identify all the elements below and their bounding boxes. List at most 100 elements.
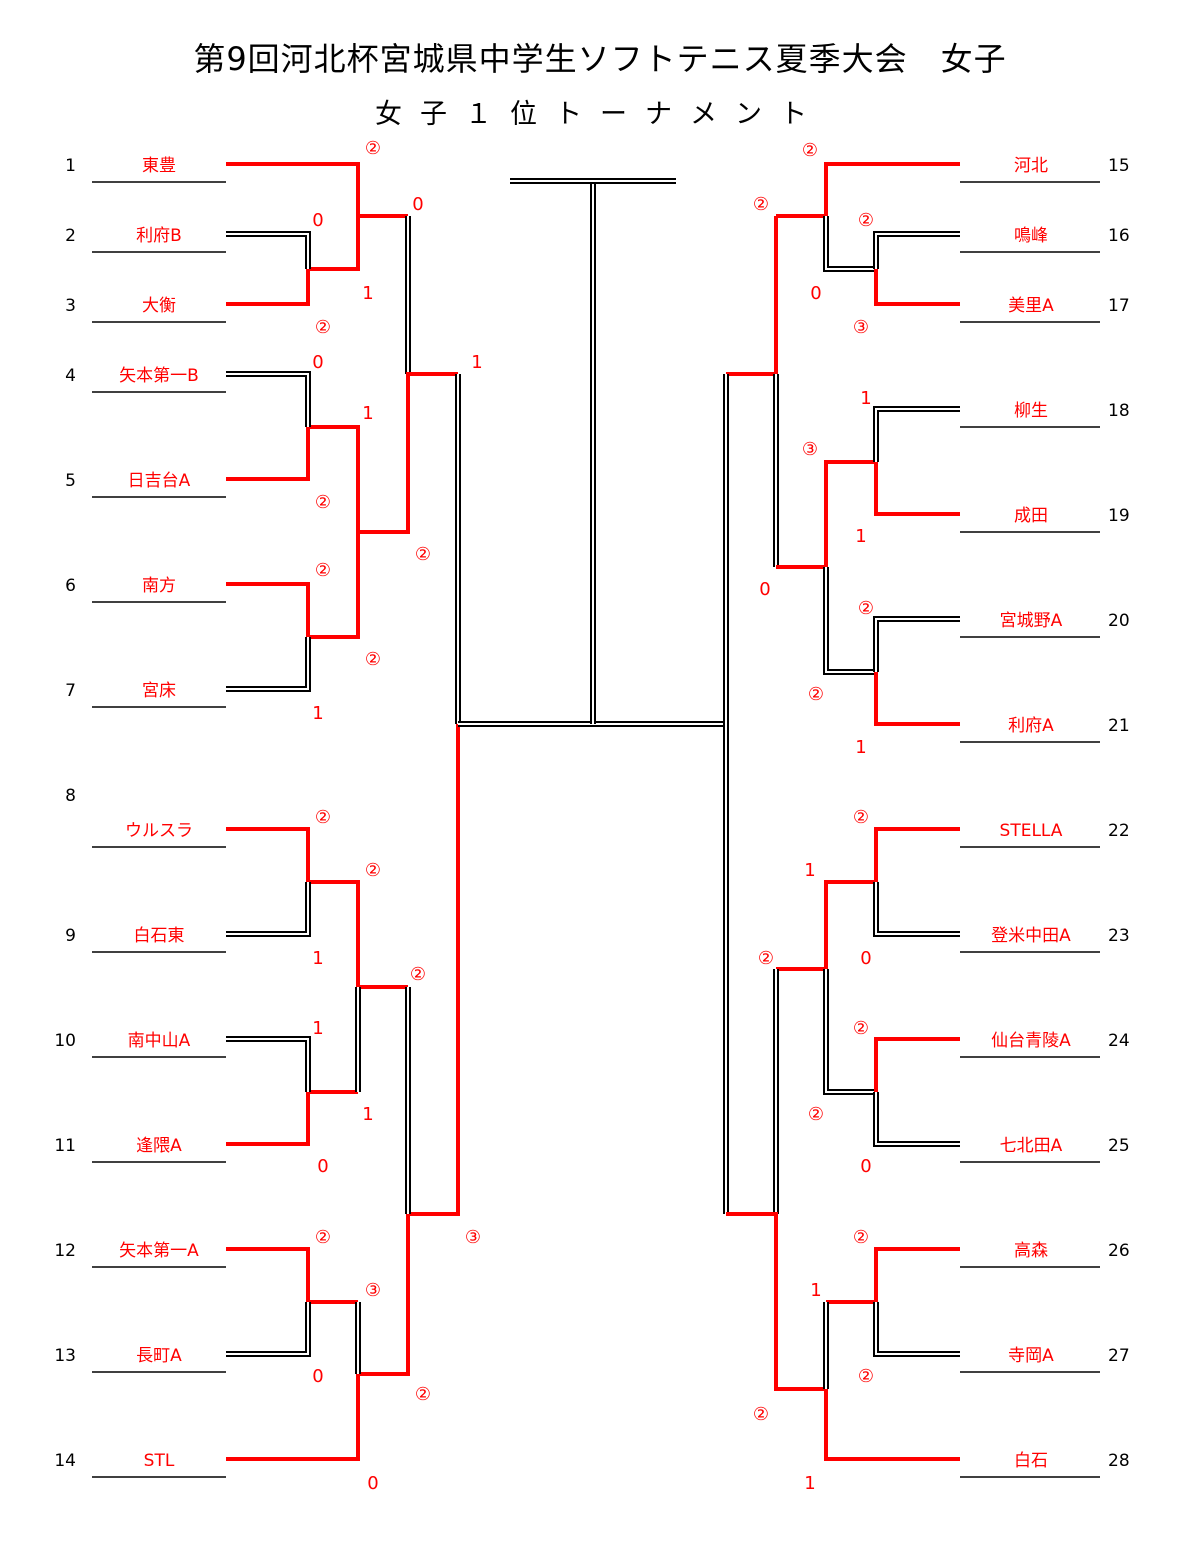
match-score: ②	[410, 964, 426, 985]
seed-number: 13	[54, 1346, 76, 1366]
seed-number: 21	[1108, 716, 1130, 736]
loser-line-inner	[875, 1302, 960, 1355]
match-score: 0	[312, 352, 323, 373]
match-score: 0	[317, 1156, 328, 1177]
match-score: ②	[753, 194, 769, 215]
team-name: 仙台青陵A	[991, 1031, 1071, 1051]
match-score: ②	[365, 860, 381, 881]
match-score: ②	[858, 210, 874, 231]
loser-line	[226, 882, 311, 937]
team-name: 南中山A	[128, 1031, 191, 1051]
seed-number: 19	[1108, 506, 1130, 526]
winner-line	[726, 216, 778, 376]
team-name: 美里A	[1008, 296, 1054, 316]
winner-line	[776, 162, 960, 218]
winner-line	[776, 827, 960, 971]
match-score: ②	[415, 1384, 431, 1405]
match-score: 1	[855, 526, 866, 547]
seed-number: 12	[54, 1241, 76, 1261]
loser-line	[873, 231, 960, 269]
winner-line	[226, 1090, 358, 1146]
match-score: 1	[312, 948, 323, 969]
loser-line-inner	[875, 882, 960, 935]
match-score: ②	[858, 1366, 874, 1387]
winner-line	[874, 1037, 960, 1092]
winner-line	[776, 460, 960, 569]
seed-number: 24	[1108, 1031, 1130, 1051]
match-score: 0	[312, 1366, 323, 1387]
match-score: ②	[365, 138, 381, 159]
seed-number: 10	[54, 1031, 76, 1051]
loser-line-inner	[226, 1038, 309, 1092]
team-name: 寺岡A	[1008, 1346, 1054, 1366]
match-score: 1	[804, 860, 815, 881]
match-score: ②	[365, 649, 381, 670]
match-score: ②	[808, 684, 824, 705]
seed-number: 28	[1108, 1451, 1130, 1471]
team-name: 逢隈A	[136, 1136, 182, 1156]
page-title: 第9回河北杯宮城県中学生ソフトテニス夏季大会 女子	[193, 40, 1007, 78]
seed-number: 4	[65, 366, 76, 386]
winner-line	[226, 1247, 358, 1304]
match-score: ②	[808, 1104, 824, 1125]
loser-line-inner	[825, 567, 876, 673]
page-subtitle: 女子１位トーナメント	[375, 99, 825, 130]
match-score: ③	[853, 317, 869, 338]
winner-line	[226, 162, 408, 218]
match-score: 1	[362, 283, 373, 304]
seed-number: 26	[1108, 1241, 1130, 1261]
team-name: 成田	[1014, 506, 1048, 526]
winner-line	[226, 827, 408, 989]
seed-number: 23	[1108, 926, 1130, 946]
match-score: ③	[802, 439, 818, 460]
team-name: 矢本第一B	[119, 366, 199, 386]
match-score: ③	[365, 1280, 381, 1301]
match-score: ②	[315, 1227, 331, 1248]
match-score: ②	[415, 544, 431, 565]
match-score: 1	[804, 1473, 815, 1494]
loser-line	[873, 616, 960, 672]
loser-line-inner	[875, 233, 960, 269]
match-score: ②	[315, 560, 331, 581]
seed-number: 2	[65, 226, 76, 246]
team-name: 七北田A	[1000, 1136, 1063, 1156]
loser-line-inner	[226, 1302, 309, 1355]
seed-number: 17	[1108, 296, 1130, 316]
winner-line	[824, 1389, 960, 1461]
loser-line-inner	[875, 1092, 960, 1145]
winner-line	[226, 724, 460, 1461]
team-name: 白石	[1014, 1451, 1048, 1471]
match-score: 0	[860, 948, 871, 969]
winner-line	[826, 1247, 960, 1304]
team-name: 矢本第一A	[119, 1241, 199, 1261]
match-score: 1	[860, 388, 871, 409]
match-score: 1	[312, 1018, 323, 1039]
seed-number: 22	[1108, 821, 1130, 841]
winner-line	[226, 372, 458, 534]
team-name: STELLA	[1000, 821, 1063, 841]
seed-number: 25	[1108, 1136, 1130, 1156]
loser-line-inner	[226, 637, 309, 690]
match-score: ③	[465, 1227, 481, 1248]
loser-line-inner	[875, 618, 960, 672]
loser-line	[873, 406, 960, 462]
match-score: 0	[412, 194, 423, 215]
seed-number: 20	[1108, 611, 1130, 631]
match-score: 1	[810, 1280, 821, 1301]
winner-line	[874, 269, 960, 306]
seed-number: 11	[54, 1136, 76, 1156]
team-name: 利府B	[136, 226, 182, 246]
seed-number: 9	[65, 926, 76, 946]
team-name: 宮床	[142, 681, 176, 701]
winner-line	[874, 672, 960, 726]
team-name: 日吉台A	[128, 471, 191, 491]
match-score: ②	[853, 1018, 869, 1039]
team-name: 河北	[1014, 156, 1048, 176]
loser-line-inner	[226, 882, 309, 935]
match-score: ②	[315, 807, 331, 828]
loser-line	[873, 882, 960, 937]
seed-number: 18	[1108, 401, 1130, 421]
match-score: ②	[853, 807, 869, 828]
team-name: 南方	[142, 576, 176, 596]
